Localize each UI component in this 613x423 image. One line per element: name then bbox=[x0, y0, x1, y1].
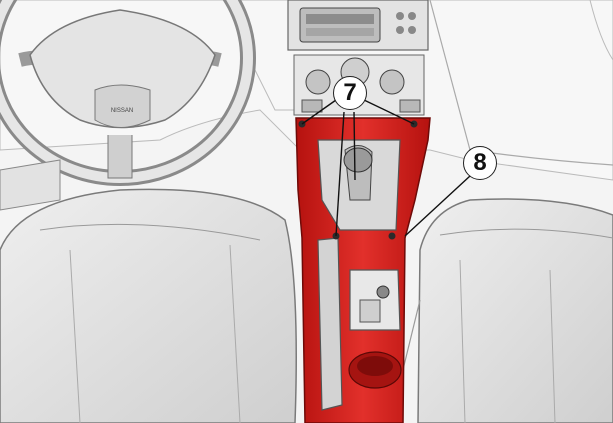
callout-7: 7 bbox=[333, 76, 367, 110]
fastener bbox=[388, 232, 396, 240]
handbrake-lever bbox=[317, 237, 343, 411]
steering-hub-logo: NISSAN bbox=[111, 108, 133, 114]
callout-7-label: 7 bbox=[343, 79, 357, 106]
callout-8: 8 bbox=[463, 146, 497, 180]
callout-7-leaders bbox=[301, 99, 415, 237]
left-seat bbox=[0, 159, 297, 423]
callout-8-leader bbox=[404, 175, 471, 237]
callout-8-label: 8 bbox=[473, 149, 487, 176]
steering-hub bbox=[29, 9, 216, 129]
steering-wheel: NISSAN bbox=[0, 0, 256, 186]
center-console-trim bbox=[295, 117, 431, 423]
right-seat bbox=[389, 198, 613, 423]
